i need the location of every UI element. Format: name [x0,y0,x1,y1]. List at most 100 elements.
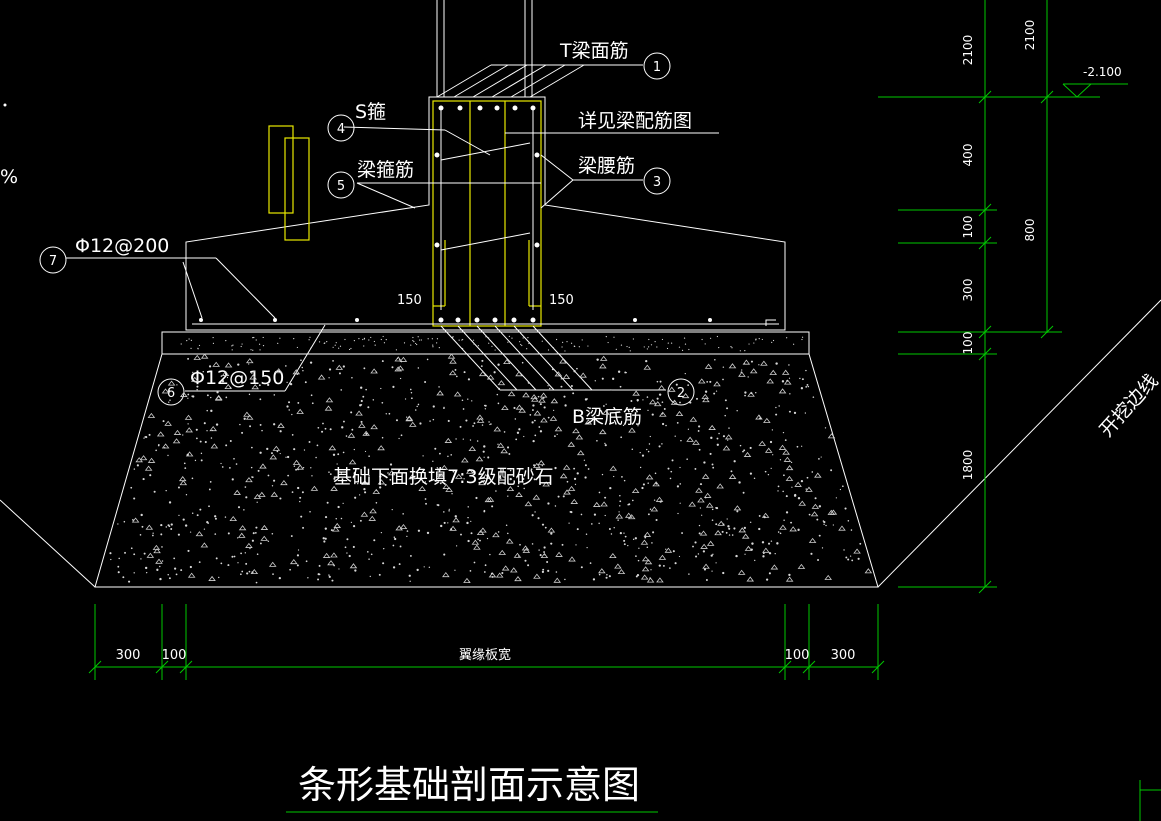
grain-dot [288,401,291,404]
grain-dot [117,523,119,525]
grain-dot [777,490,779,492]
grain-dot [498,475,501,478]
grain-dot [324,527,327,530]
grain-dot [199,440,202,443]
grain-dot [469,570,472,572]
grain-dot [153,490,156,493]
grain-dot [688,401,691,404]
grain-dot [398,563,401,565]
cushion-grain-dot [413,341,415,343]
grain-dot [342,502,344,505]
grain-triangle [324,405,333,411]
cushion-grain-dot [620,344,623,346]
grain-dot [736,410,738,412]
grain-triangle [532,462,541,468]
grain-dot [743,449,746,452]
grain-triangle [437,473,446,479]
grain-triangle [542,481,550,487]
grain-dot [741,369,743,371]
grain-dot [628,503,631,506]
grain-triangle [377,445,385,451]
grain-dot [524,559,527,562]
grain-triangle [827,433,836,439]
grain-dot [514,418,517,420]
grain-dot [174,567,177,570]
grain-dot [289,568,291,571]
grain-dot [675,383,678,386]
cushion-grain-dot [739,350,741,352]
grain-dot [229,467,231,469]
grain-dot [216,391,219,394]
grain-dot [203,422,206,425]
grain-dot [641,454,645,457]
grain-dot [777,531,780,533]
grain-dot [346,538,349,541]
grain-triangle [653,401,662,407]
grain-dot [267,474,270,477]
grain-dot [333,477,336,480]
grain-dot [276,450,279,453]
grain-dot [450,528,453,531]
grain-dot [771,429,773,431]
grain-dot [631,499,634,502]
grain-dot [584,476,587,479]
grain-triangle [495,572,504,578]
grain-dot [713,392,716,395]
grain-dot [667,467,670,470]
grain-dot [348,554,351,558]
cushion-grain-dot [494,349,496,351]
grain-triangle [701,473,710,479]
grain-dot [439,452,441,455]
grain-dot [198,561,201,563]
grain-dot [679,483,682,485]
grain-triangle [567,441,576,447]
grain-dot [542,396,545,399]
grain-dot [646,448,648,451]
grain-dot [344,546,347,549]
grain-dot [175,573,178,576]
grain-dot [768,572,771,575]
grain-dot [758,514,761,517]
grain-triangle [549,415,558,421]
grain-dot [516,431,520,434]
grain-dot [215,557,218,560]
grain-dot [317,573,320,576]
grain-dot [220,462,222,465]
grain-dot [297,401,300,404]
cushion-grain-dot [508,335,510,337]
cushion-grain-dot [552,347,555,349]
grain-triangle [724,434,733,440]
grain-triangle [153,548,161,554]
grain-dot [383,547,385,550]
grain-dot [755,391,757,394]
grain-dot [777,485,780,488]
grain-dot [692,545,694,548]
grain-dot [641,486,644,490]
grain-dot [460,533,462,536]
grain-dot [130,486,133,489]
grain-dot [380,531,383,534]
grain-dot [832,524,834,526]
grain-dot [731,534,734,536]
grain-dot [661,412,664,415]
grain-dot [710,436,713,440]
grain-dot [447,419,450,422]
grain-dot [387,472,389,474]
grain-dot [364,491,367,494]
cushion-grain-dot [309,336,311,338]
grain-dot [161,546,163,548]
cushion-grain-dot [562,341,564,343]
grain-dot [580,566,583,569]
grain-dot [382,562,385,565]
grain-dot [417,403,420,406]
grain-dot [782,490,784,493]
grain-dot [610,389,612,391]
grain-triangle [658,554,667,560]
grain-dot [257,469,260,472]
grain-dot [141,525,144,528]
grain-triangle [627,514,636,520]
grain-dot [747,376,749,378]
grain-dot [187,393,190,396]
grain-dot [243,509,245,511]
grain-triangle [570,498,579,504]
